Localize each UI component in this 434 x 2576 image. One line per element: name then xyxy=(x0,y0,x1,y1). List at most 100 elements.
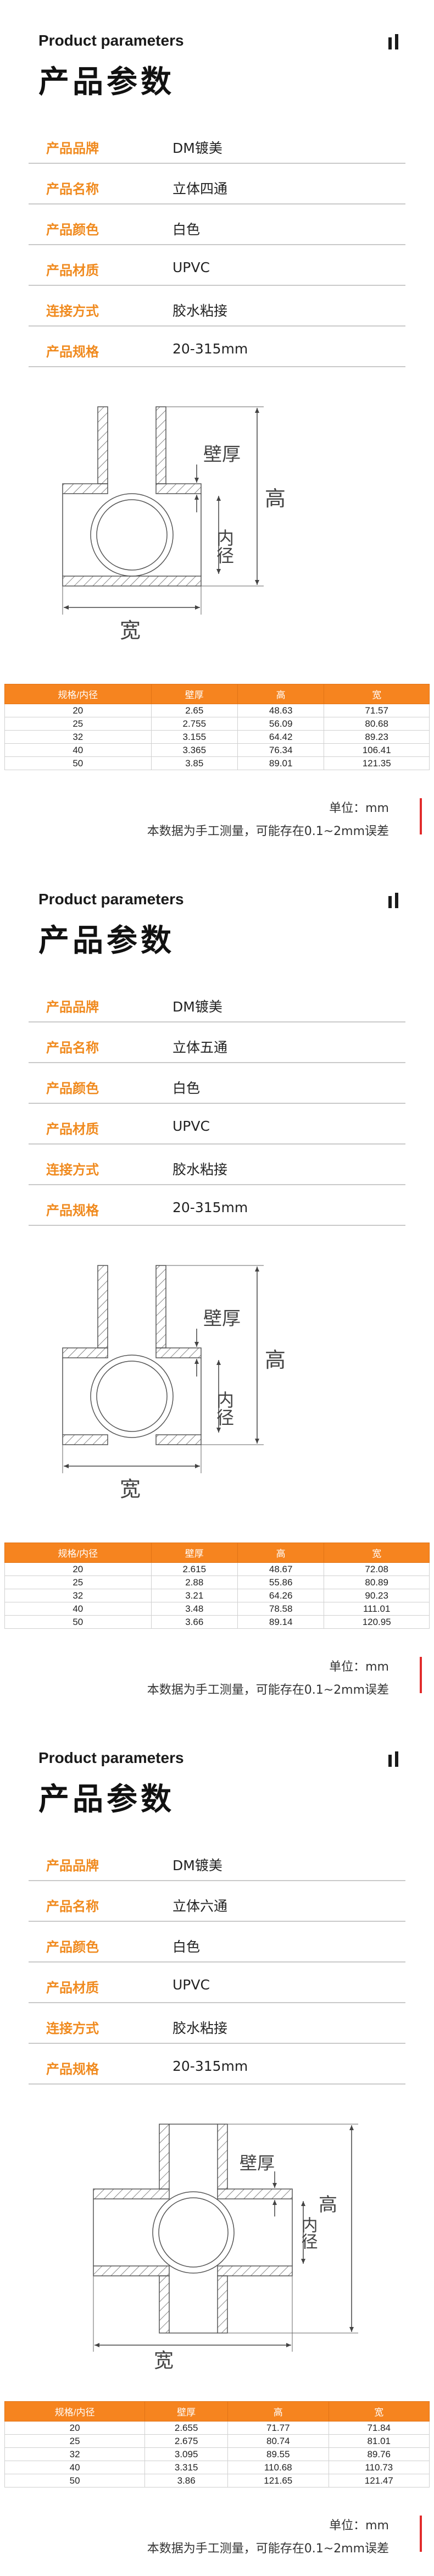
param-value: 20-315mm xyxy=(173,2058,248,2074)
table-cell: 120.95 xyxy=(324,1615,430,1629)
height-label: 高 xyxy=(265,487,286,511)
table-cell: 55.86 xyxy=(237,1576,325,1589)
param-label: 连接方式 xyxy=(46,2021,99,2036)
width-label: 宽 xyxy=(120,1477,141,1501)
param-row-color: 产品颜色白色 xyxy=(29,204,405,245)
table-cell: 40 xyxy=(4,1602,152,1616)
heading-cn: 产品参数 xyxy=(38,923,175,959)
table-cell: 2.655 xyxy=(144,2421,229,2435)
table-cell: 3.315 xyxy=(144,2461,229,2474)
table-cell: 3.365 xyxy=(151,743,238,757)
param-label: 产品颜色 xyxy=(46,1939,99,1955)
table-cell: 25 xyxy=(4,717,152,731)
param-row-spec: 产品规格 20-315mm xyxy=(29,2044,405,2085)
brand-logo-icon xyxy=(388,34,400,49)
table-cell: 48.63 xyxy=(237,704,325,717)
table-cell: 50 xyxy=(4,2474,146,2487)
param-label: 产品名称 xyxy=(46,1040,99,1055)
heading-en: Product parameters xyxy=(38,891,184,908)
param-label: 产品规格 xyxy=(46,2061,99,2077)
table-header: 高 xyxy=(237,1543,325,1563)
table-cell: 32 xyxy=(4,1589,152,1602)
unit-text: 单位：mm xyxy=(329,2519,389,2533)
param-value: 20-315mm xyxy=(173,341,248,357)
table-cell: 2.615 xyxy=(151,1562,238,1576)
table-cell: 40 xyxy=(4,2461,146,2474)
wall-label: 壁厚 xyxy=(240,2153,275,2174)
table-cell: 20 xyxy=(4,1562,152,1576)
table-cell: 64.26 xyxy=(237,1589,325,1602)
table-cell: 50 xyxy=(4,756,152,770)
table-cell: 89.76 xyxy=(328,2447,430,2461)
note-text: 本数据为手工测量，可能存在0.1~2mm误差 xyxy=(147,1683,389,1697)
param-row-name: 产品名称立体五通 xyxy=(29,1022,405,1063)
param-label: 产品规格 xyxy=(46,1203,99,1218)
param-label: 产品材质 xyxy=(46,1121,99,1137)
param-row-name: 产品名称立体六通 xyxy=(29,1881,405,1922)
param-value: 立体六通 xyxy=(173,1898,228,1914)
table-cell: 71.77 xyxy=(227,2421,329,2435)
heading-en: Product parameters xyxy=(38,1749,184,1766)
param-row-color: 产品颜色白色 xyxy=(29,1922,405,1963)
table-header: 壁厚 xyxy=(144,2401,229,2422)
table-cell: 89.01 xyxy=(237,756,325,770)
param-label: 产品规格 xyxy=(46,344,99,360)
param-value: 胶水粘接 xyxy=(173,2020,228,2036)
table-header: 规格/内径 xyxy=(4,1543,152,1563)
table-header: 壁厚 xyxy=(151,1543,238,1563)
fitting-diagram: 壁厚 内径 高 宽 xyxy=(62,1265,286,1501)
table-cell: 81.01 xyxy=(328,2434,430,2448)
inner-label: 内径 xyxy=(214,1391,235,1426)
table-cell: 110.73 xyxy=(328,2461,430,2474)
param-row-name: 产品名称立体四通 xyxy=(29,164,405,204)
table-cell: 3.86 xyxy=(144,2474,229,2487)
param-row-spec: 产品规格 20-315mm xyxy=(29,327,405,367)
table-cell: 80.74 xyxy=(227,2434,329,2448)
param-label: 连接方式 xyxy=(46,1162,99,1178)
unit-text: 单位：mm xyxy=(329,801,389,815)
table-header: 壁厚 xyxy=(151,684,238,704)
param-value: DM镀美 xyxy=(173,1858,222,1873)
accent-bar xyxy=(420,2516,422,2552)
table-header: 宽 xyxy=(328,2401,430,2422)
param-label: 产品颜色 xyxy=(46,1081,99,1096)
table-header: 宽 xyxy=(324,684,430,704)
table-cell: 121.47 xyxy=(328,2474,430,2487)
table-cell: 121.65 xyxy=(227,2474,329,2487)
table-cell: 80.68 xyxy=(324,717,430,731)
param-value: DM镀美 xyxy=(173,140,222,156)
table-cell: 2.88 xyxy=(151,1576,238,1589)
accent-bar xyxy=(420,798,422,834)
table-cell: 20 xyxy=(4,2421,146,2435)
table-cell: 121.35 xyxy=(324,756,430,770)
table-cell: 20 xyxy=(4,704,152,717)
table-cell: 2.65 xyxy=(151,704,238,717)
param-value: DM镀美 xyxy=(173,999,222,1015)
fitting-diagram: 壁厚 内径 高 宽 xyxy=(93,2124,358,2372)
table-cell: 32 xyxy=(4,730,152,744)
table-cell: 2.675 xyxy=(144,2434,229,2448)
table-cell: 48.67 xyxy=(237,1562,325,1576)
table-cell: 76.34 xyxy=(237,743,325,757)
heading-en: Product parameters xyxy=(38,32,184,49)
table-header: 高 xyxy=(237,684,325,704)
wall-label: 壁厚 xyxy=(203,444,241,466)
param-label: 产品名称 xyxy=(46,181,99,197)
